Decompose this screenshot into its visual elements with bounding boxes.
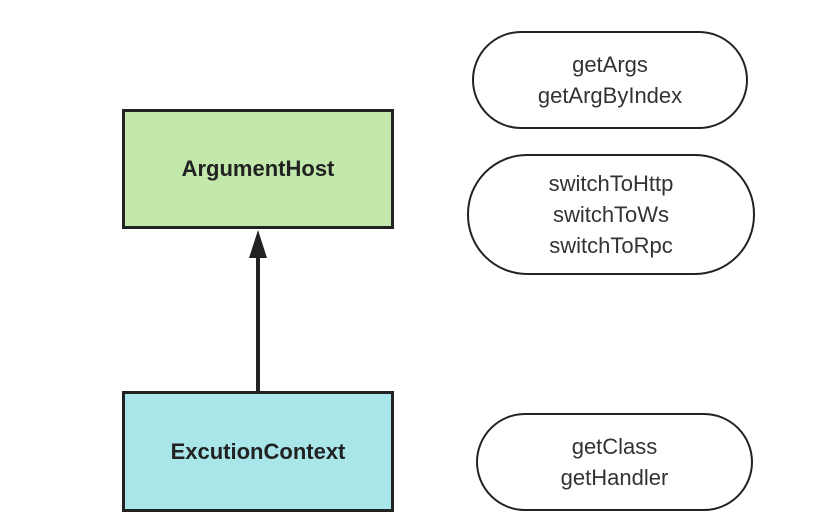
method-switch-to-http: switchToHttp (548, 171, 674, 196)
method-get-arg-by-index: getArgByIndex (537, 83, 683, 108)
argument-host-label: ArgumentHost (181, 156, 335, 181)
execution-context-node: ExcutionContext (122, 391, 394, 512)
switch-methods-group: switchToHttp switchToWs switchToRpc (467, 154, 755, 275)
method-switch-to-rpc: switchToRpc (549, 233, 673, 258)
method-get-class: getClass (571, 434, 658, 459)
method-switch-to-ws: switchToWs (552, 202, 670, 227)
args-methods-group: getArgs getArgByIndex (472, 31, 748, 129)
method-get-args: getArgs (572, 52, 648, 77)
context-methods-group: getClass getHandler (476, 413, 753, 511)
method-get-handler: getHandler (560, 465, 669, 490)
argument-host-node: ArgumentHost (122, 109, 394, 229)
arrow-head (249, 230, 267, 258)
execution-context-label: ExcutionContext (170, 438, 346, 464)
